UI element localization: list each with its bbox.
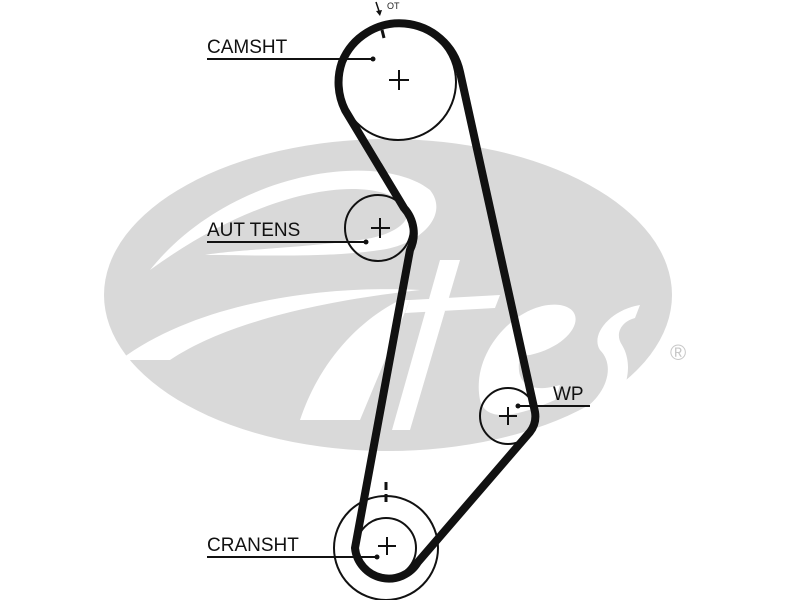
logo-swoosh-bottom	[120, 289, 420, 360]
logo-letter-e	[478, 304, 576, 415]
registered-mark: ®	[670, 340, 686, 365]
component-labels: CAMSHT AUT TENS WP CRANSHT	[207, 37, 584, 556]
leader-lines	[207, 58, 590, 558]
timing-marks	[380, 29, 388, 502]
ot-marker: OT	[375, 1, 400, 16]
logo-swoosh-top	[150, 170, 437, 270]
water-pump-leader-dot	[515, 403, 521, 409]
camshaft-center-icon	[389, 70, 409, 90]
tensioner-label: AUT TENS	[207, 220, 300, 241]
ot-label: OT	[387, 1, 400, 11]
crankshaft-center-icon	[378, 537, 396, 555]
crankshaft-label: CRANSHT	[207, 535, 299, 556]
water-pump-label: WP	[553, 384, 584, 405]
camshaft-leader-dot	[370, 56, 376, 62]
tensioner-leader-dot	[363, 239, 369, 245]
crankshaft-leader-dot	[374, 554, 380, 560]
logo-letter-s	[560, 305, 640, 430]
tensioner-center-icon	[371, 218, 390, 238]
water-pump-center-icon	[499, 407, 517, 425]
ot-arrowhead-icon	[376, 10, 382, 16]
center-marks	[371, 70, 517, 555]
timing-belt	[334, 19, 540, 583]
camshaft-label: CAMSHT	[207, 37, 288, 58]
logo-letter-a	[300, 300, 410, 420]
logo-letter-t	[392, 260, 500, 430]
leader-dots	[363, 56, 521, 560]
camshaft-timing-mark	[380, 29, 386, 39]
